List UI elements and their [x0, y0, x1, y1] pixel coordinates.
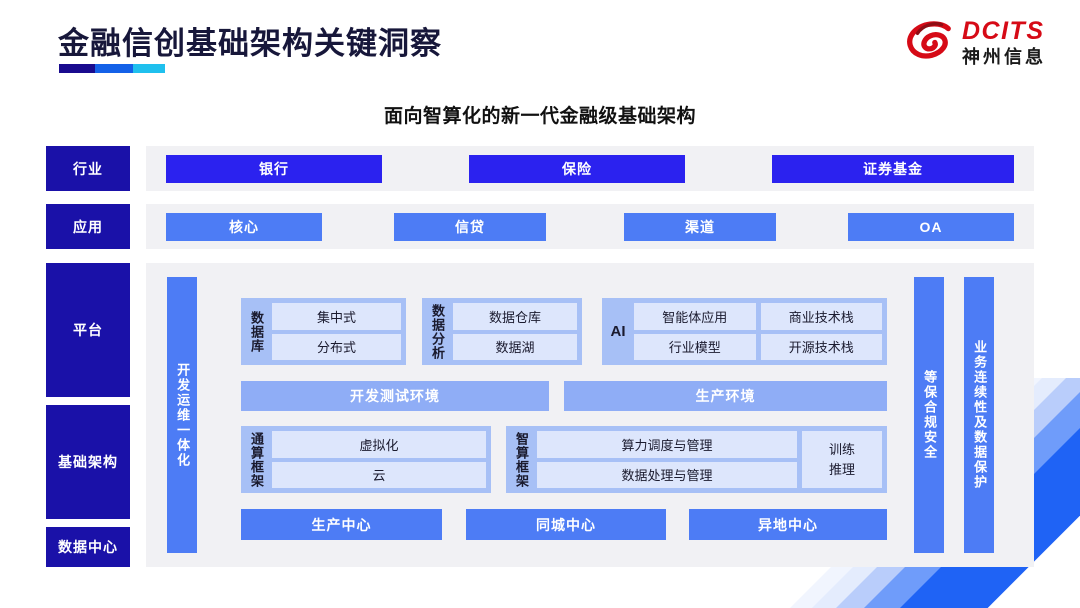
ai-row-2: 行业模型 开源技术栈	[634, 333, 882, 360]
architecture-diagram: 行业 应用 平台 基础架构 数据中心 银行 保险 证券基金 核心 信贷 渠道 O…	[0, 140, 1080, 570]
title-underline	[59, 64, 165, 73]
cell-centralized[interactable]: 集中式	[272, 303, 401, 330]
bar-production-environment[interactable]: 生产环境	[564, 381, 887, 411]
cell-virtualization[interactable]: 虚拟化	[272, 431, 486, 458]
bar-remote-center[interactable]: 异地中心	[689, 509, 887, 540]
layer-label-infrastructure: 基础架构	[46, 405, 130, 519]
cell-cloud[interactable]: 云	[272, 461, 486, 488]
industry-chip-bank[interactable]: 银行	[166, 155, 382, 183]
cell-training-inference[interactable]: 训练 推理	[802, 431, 882, 488]
bar-metro-center[interactable]: 同城中心	[466, 509, 666, 540]
page-header: 金融信创基础架构关键洞察 DCITS 神州信息	[0, 0, 1080, 92]
group-ai[interactable]: AI 智能体应用 商业技术栈 行业模型 开源技术栈	[602, 298, 887, 365]
bar-production-center[interactable]: 生产中心	[241, 509, 442, 540]
layer-label-industry: 行业	[46, 146, 130, 191]
dcits-swoosh-icon	[907, 21, 951, 59]
application-panel: 核心 信贷 渠道 OA	[146, 204, 1034, 249]
group-items-data-analytics: 数据仓库 数据湖	[453, 303, 577, 360]
group-items-database: 集中式 分布式	[272, 303, 401, 360]
group-database[interactable]: 数据库 集中式 分布式	[241, 298, 406, 365]
cell-agent-application[interactable]: 智能体应用	[634, 303, 756, 330]
group-label-ai: AI	[610, 323, 626, 340]
vertical-bar-business-continuity[interactable]: 业务连续性及数据保护	[964, 277, 994, 553]
cell-training-label: 训练	[828, 442, 855, 457]
group-items-general-compute: 虚拟化 云	[272, 431, 486, 488]
logo-chinese-name: 神州信息	[962, 46, 1046, 67]
group-label-database: 数据库	[249, 310, 264, 353]
cell-data-lake[interactable]: 数据湖	[453, 333, 577, 360]
logo-english-name: DCITS	[962, 16, 1045, 45]
cell-commercial-stack[interactable]: 商业技术栈	[760, 303, 882, 330]
application-chip-oa[interactable]: OA	[848, 213, 1014, 241]
group-label-general-compute: 通算框架	[249, 431, 264, 488]
group-items-ai: 智能体应用 商业技术栈 行业模型 开源技术栈	[634, 303, 882, 360]
brand-logo: DCITS 神州信息	[906, 18, 1046, 66]
cell-distributed[interactable]: 分布式	[272, 333, 401, 360]
industry-chip-securities[interactable]: 证券基金	[772, 155, 1014, 183]
industry-chip-insurance[interactable]: 保险	[469, 155, 685, 183]
cell-data-processing[interactable]: 数据处理与管理	[537, 461, 797, 488]
application-chip-core[interactable]: 核心	[166, 213, 322, 241]
industry-panel: 银行 保险 证券基金	[146, 146, 1034, 191]
group-general-compute-framework[interactable]: 通算框架 虚拟化 云	[241, 426, 491, 493]
cell-data-warehouse[interactable]: 数据仓库	[453, 303, 577, 330]
vertical-bar-compliance-security[interactable]: 等保合规安全	[914, 277, 944, 553]
layer-label-application: 应用	[46, 204, 130, 249]
cell-industry-model[interactable]: 行业模型	[634, 333, 756, 360]
layer-label-datacenter: 数据中心	[46, 527, 130, 567]
application-chip-channel[interactable]: 渠道	[624, 213, 776, 241]
underline-segment-navy	[59, 64, 95, 73]
diagram-subtitle: 面向智算化的新一代金融级基础架构	[383, 106, 696, 127]
bar-dev-test-environment[interactable]: 开发测试环境	[241, 381, 549, 411]
cell-compute-scheduling[interactable]: 算力调度与管理	[537, 431, 797, 458]
page-title: 金融信创基础架构关键洞察	[58, 26, 442, 61]
underline-segment-cyan	[133, 64, 165, 73]
application-chip-credit[interactable]: 信贷	[394, 213, 546, 241]
group-intelligent-compute-framework[interactable]: 智算框架 算力调度与管理 数据处理与管理 训练 推理	[506, 426, 887, 493]
vertical-bar-devops[interactable]: 开发运维一体化	[167, 277, 197, 553]
group-items-intelligent-compute: 算力调度与管理 数据处理与管理	[537, 431, 797, 488]
layer-label-platform: 平台	[46, 263, 130, 397]
ai-row-1: 智能体应用 商业技术栈	[634, 303, 882, 330]
logo-text: DCITS 神州信息	[962, 16, 1046, 67]
group-label-intelligent-compute: 智算框架	[514, 431, 529, 488]
group-data-analytics[interactable]: 数据分析 数据仓库 数据湖	[422, 298, 582, 365]
group-label-data-analytics: 数据分析	[430, 303, 445, 360]
cell-inference-label: 推理	[828, 461, 855, 477]
cell-opensource-stack[interactable]: 开源技术栈	[760, 333, 882, 360]
underline-segment-blue	[95, 64, 133, 73]
platform-infrastructure-panel: 开发运维一体化 等保合规安全 业务连续性及数据保护 数据库 集中式 分布式 数据…	[146, 263, 1034, 567]
